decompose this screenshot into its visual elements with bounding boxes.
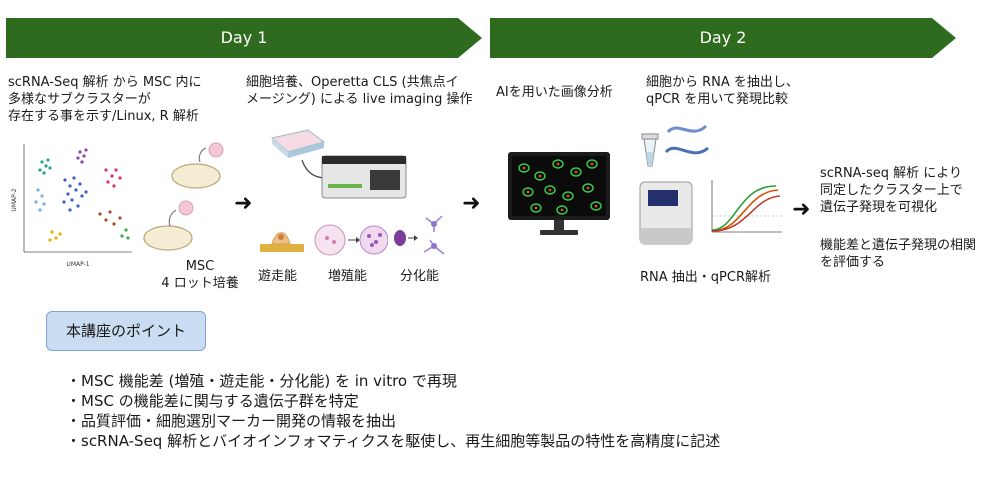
ai-step-text: AIを用いた画像分析: [496, 85, 613, 100]
umap-cluster-purple: [76, 148, 88, 164]
msc-lot-label: MSC 4 ロット培養: [161, 259, 239, 291]
scrna-step-text: scRNA-Seq 解析 から MSC 内に 多様なサブクラスターが 存在する事…: [8, 75, 202, 124]
umap-plot: UMAP-1 UMAP-2: [11, 144, 132, 268]
result-visualize-text: scRNA-seq 解析 により 同定したクラスター上で 遺伝子発現を可視化: [820, 166, 963, 215]
umap-y-label: UMAP-2: [11, 188, 18, 211]
day1-banner: Day 1: [6, 18, 482, 58]
day2-arrow-shape: [490, 18, 956, 58]
petri-dish-lower: [143, 200, 194, 251]
day1-label: Day 1: [220, 28, 268, 47]
umap-cluster-brown: [98, 210, 122, 226]
key-points-title: 本講座のポイント: [46, 311, 206, 351]
rna-step-text: 細胞から RNA を抽出し、 qPCR を用いて発現比較: [646, 75, 799, 107]
umap-cluster-magenta: [104, 168, 122, 188]
umap-cluster-lightblue: [34, 188, 46, 212]
well-plate-icon: [270, 129, 326, 158]
day2-banner: Day 2: [490, 18, 956, 58]
umap-x-label: UMAP-1: [66, 261, 89, 268]
flow-arrow-1: ➜: [234, 191, 253, 216]
proliferation-assay-icon: [314, 224, 388, 256]
umap-cluster-green: [120, 228, 130, 240]
rna-qpcr-label: RNA 抽出・qPCR解析: [640, 270, 771, 285]
differentiation-label: 分化能: [400, 269, 440, 284]
key-point-item: ・品質評価・細胞選別マーカー開発の情報を抽出: [66, 412, 397, 430]
operetta-instrument: [321, 155, 407, 199]
culture-step-text: 細胞培養、Operetta CLS (共焦点イ メージング) による live …: [246, 75, 473, 107]
image-analysis-monitor: [508, 152, 610, 235]
key-point-item: ・MSC 機能差 (増殖・遊走能・分化能) を in vitro で再現: [66, 372, 457, 390]
day1-arrow-shape: [6, 18, 482, 58]
migration-assay-icon: [260, 232, 304, 252]
umap-cluster-yellow: [48, 230, 62, 242]
result-correlation-text: 機能差と遺伝子発現の相関 を評価する: [820, 238, 977, 270]
flow-arrow-2: ➜: [462, 191, 481, 216]
differentiation-assay-icon: [394, 215, 445, 255]
amplification-plot: [711, 180, 782, 233]
key-point-item: ・MSC の機能差に関与する遺伝子群を特定: [66, 392, 359, 410]
umap-cluster-teal: [38, 158, 52, 175]
key-points-list: ・MSC 機能差 (増殖・遊走能・分化能) を in vitro で再現 ・MS…: [66, 371, 720, 451]
flow-arrow-3: ➜: [792, 197, 811, 222]
qpcr-machine: [639, 181, 693, 245]
sample-tube-icon: [641, 133, 659, 167]
day2-label: Day 2: [699, 28, 747, 47]
umap-cluster-blue: [62, 176, 88, 212]
migration-label: 遊走能: [258, 269, 298, 284]
petri-dish-upper: [171, 142, 224, 189]
key-point-item: ・scRNA-Seq 解析とバイオインフォマティクスを駆使し、再生細胞等製品の特…: [66, 432, 721, 450]
proliferation-label: 増殖能: [328, 269, 368, 284]
rna-strand-icon: [664, 124, 709, 155]
